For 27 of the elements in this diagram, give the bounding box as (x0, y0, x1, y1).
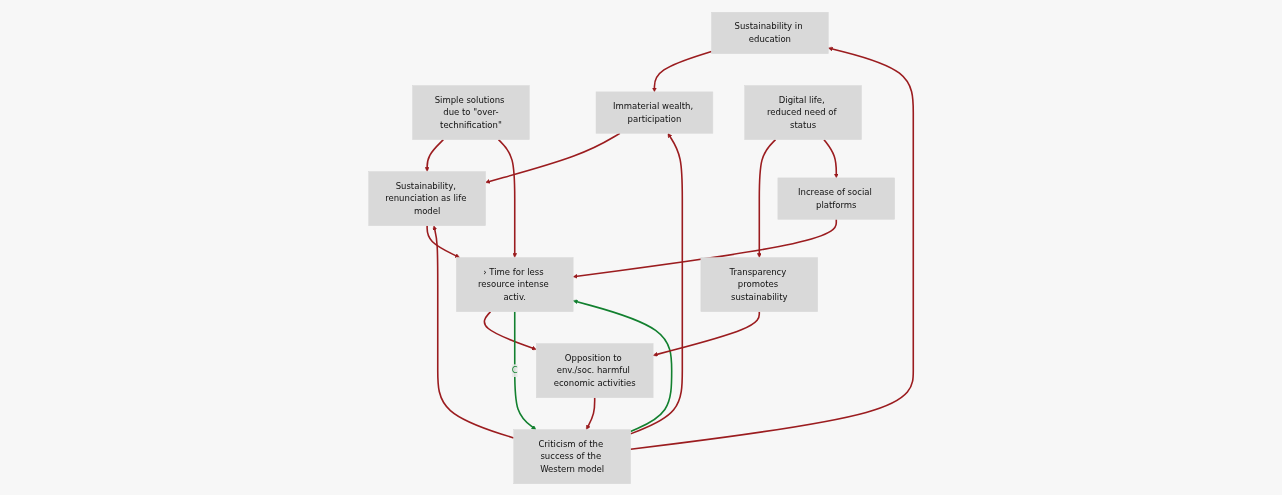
arrow (823, 138, 839, 178)
node-box: Criticism of the success of the Western model (513, 428, 631, 484)
node-box: Digital life, reduced need of status (744, 84, 862, 140)
node-box: Transparency promotes sustainability (700, 256, 818, 312)
arrow (497, 138, 518, 258)
arrow (485, 132, 621, 184)
arrow (756, 138, 777, 258)
node-box: Sustainability, renunciation as life model (368, 170, 486, 226)
arrow (629, 46, 915, 450)
arrow (572, 299, 673, 432)
node-box: Immaterial wealth, participation (595, 91, 714, 134)
arrow (652, 310, 761, 357)
arrow (424, 138, 445, 172)
arrow (483, 310, 537, 350)
arrow (629, 132, 684, 435)
node-box: › Time for less resource intense activ. (456, 256, 574, 312)
node-box: Sustainability in education (711, 11, 829, 54)
arrow (432, 225, 515, 439)
node-box: Simple solutions due to "over-technification" (412, 84, 530, 140)
edge-label: C (511, 364, 518, 375)
node-box: Increase of social platforms (777, 177, 895, 220)
arrow (586, 396, 596, 430)
arrow (513, 310, 537, 430)
arrow (572, 218, 838, 279)
node-box: Opposition to env./soc. harmful economic activities (536, 342, 654, 398)
arrow (652, 50, 713, 92)
arrow (426, 224, 460, 258)
